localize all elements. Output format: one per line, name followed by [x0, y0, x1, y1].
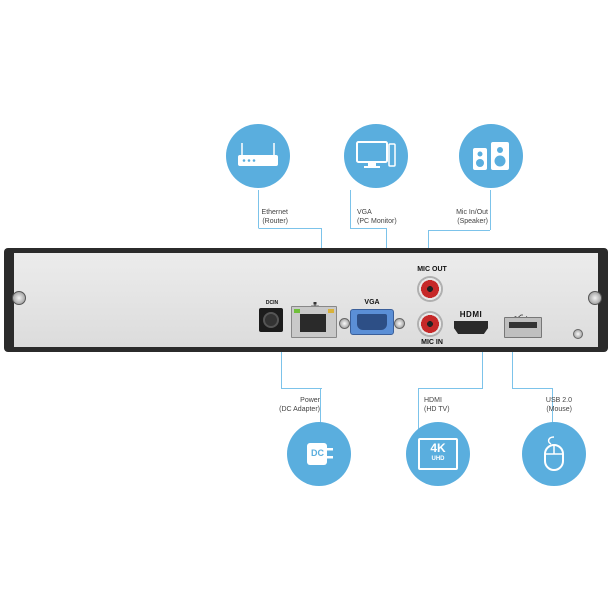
4k-text: 4K — [430, 441, 446, 455]
mouse-circle — [522, 422, 586, 486]
vga-connector-top — [350, 190, 352, 228]
4k-tv-icon: 4K UHD — [418, 438, 458, 470]
dc-in-port[interactable] — [259, 308, 283, 332]
hdmi-connector — [418, 330, 483, 389]
hdmi-callout-label: HDMI — [424, 397, 442, 404]
vga-callout-label: VGA — [357, 209, 372, 216]
ethernet-sublabel: (Router) — [262, 218, 288, 225]
mic-in-jack[interactable] — [417, 311, 443, 337]
left-screw — [12, 291, 26, 305]
mic-out-label: MIC OUT — [417, 266, 447, 273]
usb-connector-drop — [552, 388, 554, 434]
mic-out-jack[interactable] — [417, 276, 443, 302]
dc-adapter-icon — [307, 443, 333, 465]
power-connector — [281, 330, 322, 389]
ethernet-label: Ethernet — [261, 209, 288, 216]
monitor-circle — [344, 124, 408, 188]
vga-label: VGA — [364, 299, 380, 306]
power-callout-label: Power — [300, 397, 320, 404]
ethernet-connector-top — [258, 190, 260, 228]
dcin-label: DCIN — [265, 300, 279, 306]
usb-connector — [512, 330, 553, 389]
vga-port[interactable] — [350, 309, 394, 335]
router-circle — [226, 124, 290, 188]
usb-port[interactable] — [504, 317, 542, 338]
hdmi-connector-drop — [418, 388, 420, 434]
speaker-icon — [473, 142, 509, 170]
panel-screw-right — [573, 329, 583, 339]
mouse-icon — [544, 436, 564, 471]
hdmi-port[interactable] — [454, 321, 488, 334]
panel-screw-vga — [339, 318, 350, 329]
mic-callout-sublabel: (Speaker) — [457, 218, 488, 225]
power-circle: DC — [287, 422, 351, 486]
right-screw — [588, 291, 602, 305]
mic-connector-h — [428, 230, 490, 232]
monitor-icon — [356, 141, 396, 168]
usb-callout-label: USB 2.0 — [545, 397, 572, 404]
uhd-text: UHD — [431, 456, 445, 462]
dc-icon-text: DC — [311, 448, 324, 458]
ethernet-port[interactable] — [291, 306, 337, 338]
power-callout-sublabel: (DC Adapter) — [279, 406, 320, 413]
power-connector-drop — [320, 388, 322, 434]
mic-connector-top — [490, 190, 492, 230]
tv-circle: 4K UHD — [406, 422, 470, 486]
router-icon — [238, 143, 278, 166]
hdmi-logo: HDMI — [459, 310, 483, 319]
mic-in-label: MIC IN — [421, 339, 443, 346]
hdmi-callout-sublabel: (HD TV) — [424, 406, 450, 413]
mic-callout-label: Mic In/Out — [456, 209, 488, 216]
vga-callout-sublabel: (PC Monitor) — [357, 218, 397, 225]
usb-callout-sublabel: (Mouse) — [546, 406, 572, 413]
speaker-circle — [459, 124, 523, 188]
panel-screw-vga-right — [394, 318, 405, 329]
